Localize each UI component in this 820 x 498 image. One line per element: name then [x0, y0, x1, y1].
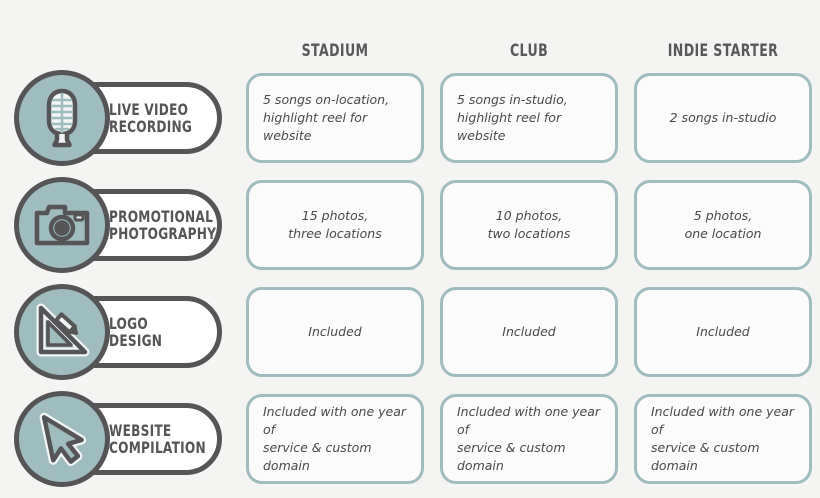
table-cell: 15 photos, three locations — [246, 180, 424, 270]
feature-rows: LIVE VIDEO RECORDING — [0, 70, 820, 498]
table-cell: 5 songs in-studio, highlight reel for we… — [440, 73, 618, 163]
feature-label-text: LIVE VIDEO RECORDING — [109, 100, 193, 136]
column-header-row: STADIUM CLUB INDIE STARTER — [0, 36, 820, 66]
feature-label-live-video-recording[interactable]: LIVE VIDEO RECORDING — [0, 70, 238, 166]
microphone-icon — [14, 70, 110, 166]
table-cell: Included with one year of service & cust… — [440, 394, 618, 484]
table-row: LOGO DESIGN Included — [0, 284, 820, 380]
set-square-pencil-icon — [14, 284, 110, 380]
table-cell: 2 songs in-studio — [634, 73, 812, 163]
table-cell: Included — [246, 287, 424, 377]
camera-icon — [14, 177, 110, 273]
table-cell: Included — [440, 287, 618, 377]
cell-text: Included with one year of service & cust… — [263, 404, 407, 473]
table-cell: 5 photos, one location — [634, 180, 812, 270]
cell-text: 2 songs in-studio — [669, 110, 777, 125]
column-header-club: CLUB — [509, 41, 549, 61]
column-header-indie-starter: INDIE STARTER — [667, 41, 779, 61]
table-cell: Included with one year of service & cust… — [246, 394, 424, 484]
cell-text: 5 songs in-studio, highlight reel for we… — [457, 92, 568, 143]
cell-text: Included — [502, 324, 556, 339]
table-cell: Included with one year of service & cust… — [634, 394, 812, 484]
cell-text: 10 photos, two locations — [487, 208, 571, 241]
feature-label-website-compilation[interactable]: WEBSITE COMPILATION — [0, 391, 238, 487]
table-cell: Included — [634, 287, 812, 377]
table-row: WEBSITE COMPILATION Included with one ye… — [0, 391, 820, 487]
cursor-arrow-icon — [14, 391, 110, 487]
table-cell: 10 photos, two locations — [440, 180, 618, 270]
feature-label-text: LOGO DESIGN — [109, 314, 163, 350]
cell-text: 15 photos, three locations — [288, 208, 382, 241]
cell-text: 5 songs on-location, highlight reel for … — [263, 92, 390, 143]
feature-label-text: PROMOTIONAL PHOTOGRAPHY — [109, 207, 217, 243]
cell-text: Included — [308, 324, 362, 339]
feature-label-logo-design[interactable]: LOGO DESIGN — [0, 284, 238, 380]
cell-text: 5 photos, one location — [684, 208, 762, 241]
feature-label-text: WEBSITE COMPILATION — [109, 421, 206, 457]
cell-text: Included with one year of service & cust… — [651, 404, 795, 473]
cell-text: Included — [696, 324, 750, 339]
cell-text: Included with one year of service & cust… — [457, 404, 601, 473]
column-header-stadium: STADIUM — [301, 41, 369, 61]
feature-label-promotional-photography[interactable]: PROMOTIONAL PHOTOGRAPHY — [0, 177, 238, 273]
table-cell: 5 songs on-location, highlight reel for … — [246, 73, 424, 163]
table-row: LIVE VIDEO RECORDING — [0, 70, 820, 166]
table-row: PROMOTIONAL PHOTOGRAPHY 15 photos, three… — [0, 177, 820, 273]
